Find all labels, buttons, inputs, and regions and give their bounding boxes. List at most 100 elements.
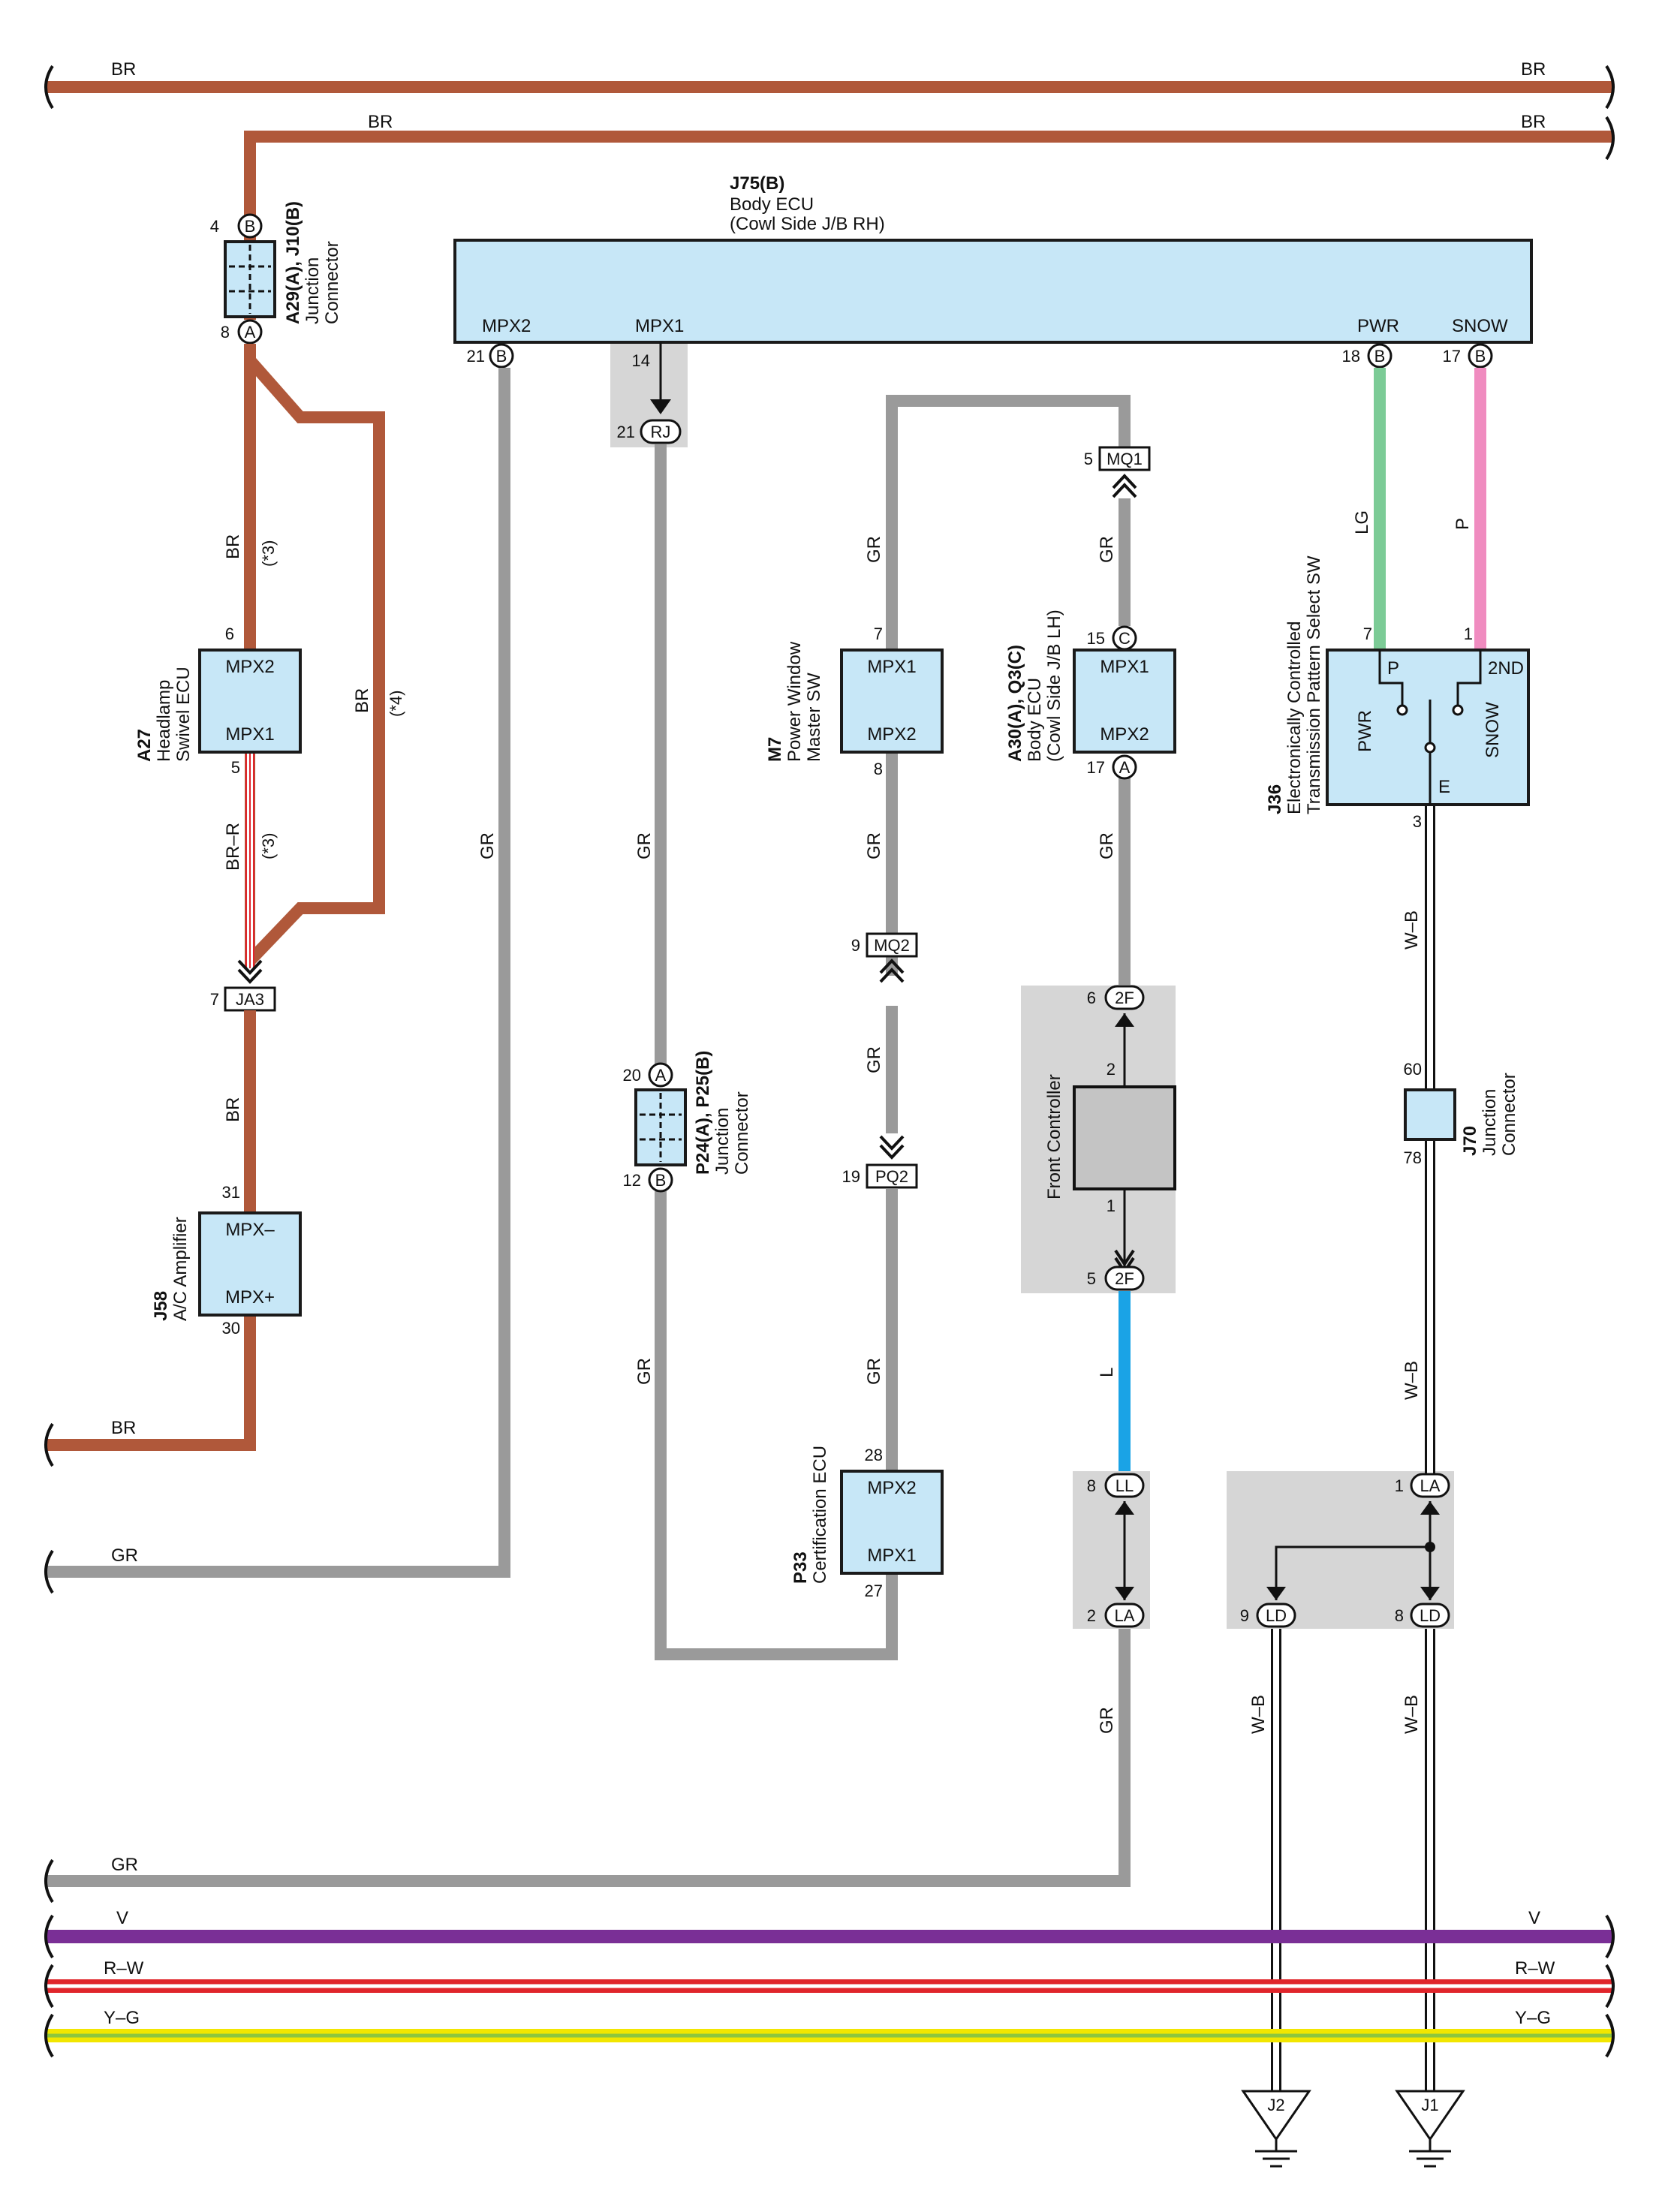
wire-note: (*3) bbox=[259, 540, 278, 567]
j36-switch-symbol bbox=[1378, 650, 1482, 805]
mq1-connector bbox=[1098, 446, 1151, 471]
pin-number: 17 bbox=[1443, 347, 1461, 366]
wire-label: GR bbox=[864, 536, 884, 563]
a29-name2: Connector bbox=[322, 241, 342, 324]
br-r-wire bbox=[245, 754, 255, 968]
gr-wire-la-bottom bbox=[44, 1629, 1131, 1904]
wire-label: GR bbox=[864, 832, 884, 859]
wire-label: GR bbox=[634, 1358, 655, 1385]
wire-label: W–B bbox=[1402, 1361, 1422, 1400]
wire-label: BR bbox=[111, 59, 136, 80]
pin-letter: B bbox=[1475, 347, 1486, 366]
pin-number: 9 bbox=[1240, 1606, 1249, 1625]
m7-name2: Master SW bbox=[804, 673, 824, 762]
wire-label: GR bbox=[634, 832, 655, 859]
pin-number: 4 bbox=[210, 217, 219, 236]
la-connector-left bbox=[1104, 1603, 1145, 1628]
j36-p: P bbox=[1387, 658, 1399, 679]
pin-number: 1 bbox=[1395, 1476, 1404, 1495]
pin-letter: A bbox=[1119, 758, 1131, 777]
wire-label: BR bbox=[368, 112, 393, 132]
m7-name: Power Window bbox=[784, 641, 805, 762]
pin-number: 8 bbox=[221, 323, 230, 342]
a30-mpx2: MPX2 bbox=[1100, 724, 1149, 745]
rj-connector bbox=[640, 419, 682, 444]
j75-body-ecu bbox=[453, 239, 1533, 344]
2f-label: 2F bbox=[1115, 1269, 1134, 1288]
j58-mpx-minus: MPX– bbox=[225, 1220, 275, 1240]
mq2-label: MQ2 bbox=[874, 936, 910, 955]
pin-number: 60 bbox=[1404, 1060, 1422, 1079]
pin-number: 6 bbox=[225, 624, 234, 643]
rj-label: RJ bbox=[651, 423, 671, 441]
pin-number: 8 bbox=[874, 760, 883, 778]
wire-label: GR bbox=[864, 1046, 884, 1073]
2f-connector-bottom bbox=[1104, 1266, 1145, 1291]
gr-wire-mpx2 bbox=[44, 368, 510, 1594]
a29-code: A29(A), J10(B) bbox=[283, 201, 303, 324]
pin-number: 31 bbox=[222, 1183, 240, 1202]
ld-connector-right bbox=[1410, 1603, 1450, 1628]
pin-number: 19 bbox=[842, 1167, 860, 1186]
wire-label: R–W bbox=[104, 1958, 144, 1979]
pin-number: 5 bbox=[231, 758, 240, 777]
mq1-label: MQ1 bbox=[1106, 450, 1143, 468]
j70-code: J70 bbox=[1460, 1126, 1480, 1156]
pin-number: 18 bbox=[1342, 347, 1360, 366]
a27-mpx2: MPX2 bbox=[225, 657, 274, 677]
ja3-label: JA3 bbox=[236, 990, 264, 1009]
a27-headlamp-swivel-ecu bbox=[198, 649, 302, 754]
p33-mpx2: MPX2 bbox=[867, 1478, 916, 1498]
j36-name: Electronically Controlled bbox=[1284, 621, 1305, 814]
j36-2nd: 2ND bbox=[1488, 658, 1524, 679]
wire-note: (*4) bbox=[387, 691, 405, 717]
wire-label: GR bbox=[1097, 832, 1117, 859]
j36-code: J36 bbox=[1265, 784, 1285, 814]
pin-number: 14 bbox=[632, 351, 650, 370]
wire-label: V bbox=[116, 1908, 128, 1928]
ll-connector bbox=[1104, 1473, 1145, 1498]
ld-label: LD bbox=[1420, 1606, 1441, 1625]
front-controller bbox=[1073, 1085, 1176, 1190]
p33-code: P33 bbox=[790, 1551, 811, 1584]
pin-number: 21 bbox=[617, 423, 635, 441]
wire-label: Y–G bbox=[1515, 2008, 1551, 2028]
a30-body-ecu bbox=[1073, 649, 1176, 754]
pin-letter: B bbox=[496, 347, 507, 366]
wire-label: BR bbox=[223, 1097, 243, 1122]
m7-code: M7 bbox=[765, 737, 785, 762]
a27-name2: Swivel ECU bbox=[173, 667, 194, 762]
a29-name: Junction bbox=[303, 257, 323, 324]
wire-label: GR bbox=[1097, 1707, 1117, 1734]
j75-snow: SNOW bbox=[1452, 316, 1508, 336]
pin-letter: C bbox=[1119, 629, 1131, 648]
2f-connector-top bbox=[1104, 985, 1145, 1010]
ld-label: LD bbox=[1266, 1606, 1287, 1625]
ground-j2 bbox=[1241, 2090, 1311, 2168]
wire-label: BR–R bbox=[223, 823, 243, 871]
yg-bus bbox=[44, 2013, 1615, 2058]
pin-number: 17 bbox=[1087, 758, 1105, 777]
front-controller-name: Front Controller bbox=[1044, 1074, 1064, 1199]
m7-mpx2: MPX2 bbox=[867, 724, 916, 745]
m7-power-window-master-sw bbox=[840, 649, 944, 754]
j75-code: J75(B) bbox=[730, 173, 784, 194]
wire-label: W–B bbox=[1248, 1695, 1269, 1734]
wire-label: W–B bbox=[1402, 910, 1422, 950]
j58-mpx-plus: MPX+ bbox=[225, 1287, 275, 1308]
p33-mpx1: MPX1 bbox=[867, 1545, 916, 1566]
j70-name2: Connector bbox=[1499, 1073, 1519, 1156]
j75-name: Body ECU bbox=[730, 194, 814, 215]
pin-letter: B bbox=[655, 1171, 667, 1190]
ll-label: LL bbox=[1116, 1476, 1134, 1495]
wire-label: LG bbox=[1352, 510, 1372, 534]
m7-mpx1: MPX1 bbox=[867, 657, 916, 677]
pin-number: 7 bbox=[874, 624, 883, 643]
j36-name2: Transmission Pattern Select SW bbox=[1304, 555, 1324, 814]
shade-splice bbox=[1227, 1471, 1454, 1629]
j75-mpx2: MPX2 bbox=[482, 316, 531, 336]
a27-mpx1: MPX1 bbox=[225, 724, 274, 745]
2f-label: 2F bbox=[1115, 989, 1134, 1007]
j75-pwr: PWR bbox=[1357, 316, 1399, 336]
